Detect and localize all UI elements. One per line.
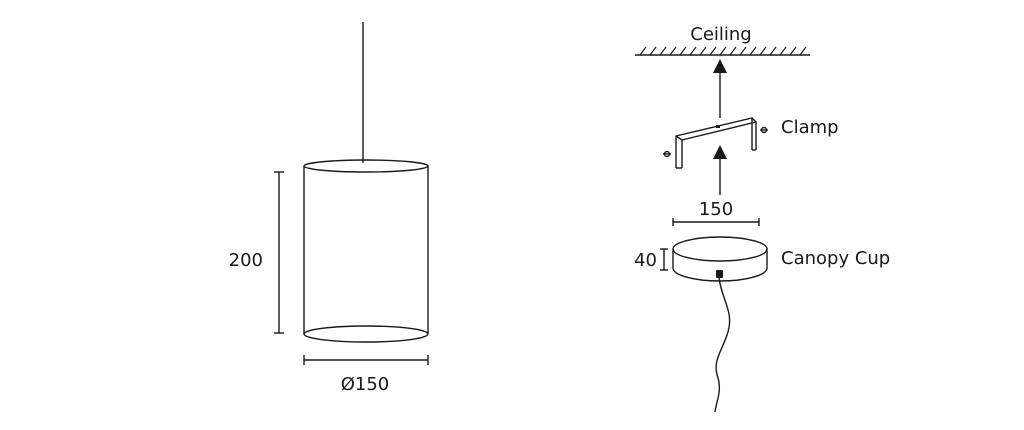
clamp-screw-left [663,150,671,158]
clamp-width-label: 150 [699,199,733,220]
height-label: 200 [229,250,263,271]
shade-top-edge [303,159,429,173]
canopy-height-label: 40 [634,250,657,271]
pendant-lamp [303,22,429,343]
ceiling-line [635,46,810,56]
canopy-cup [672,236,768,282]
canopy-label: Canopy Cup [781,248,890,269]
height-dimension [274,171,284,334]
clamp-width-dimension [672,218,760,226]
ceiling-label: Ceiling [690,24,751,45]
shade-bottom-front [303,333,429,343]
diameter-dimension [303,355,429,365]
clamp-label: Clamp [781,117,839,138]
canopy-height-dimension [660,248,668,271]
diameter-label: Ø150 [341,374,390,395]
clamp-screw-right [760,126,768,134]
clamp-bracket [675,117,757,169]
power-cable [714,277,731,413]
shade-bottom-inner [303,325,429,335]
